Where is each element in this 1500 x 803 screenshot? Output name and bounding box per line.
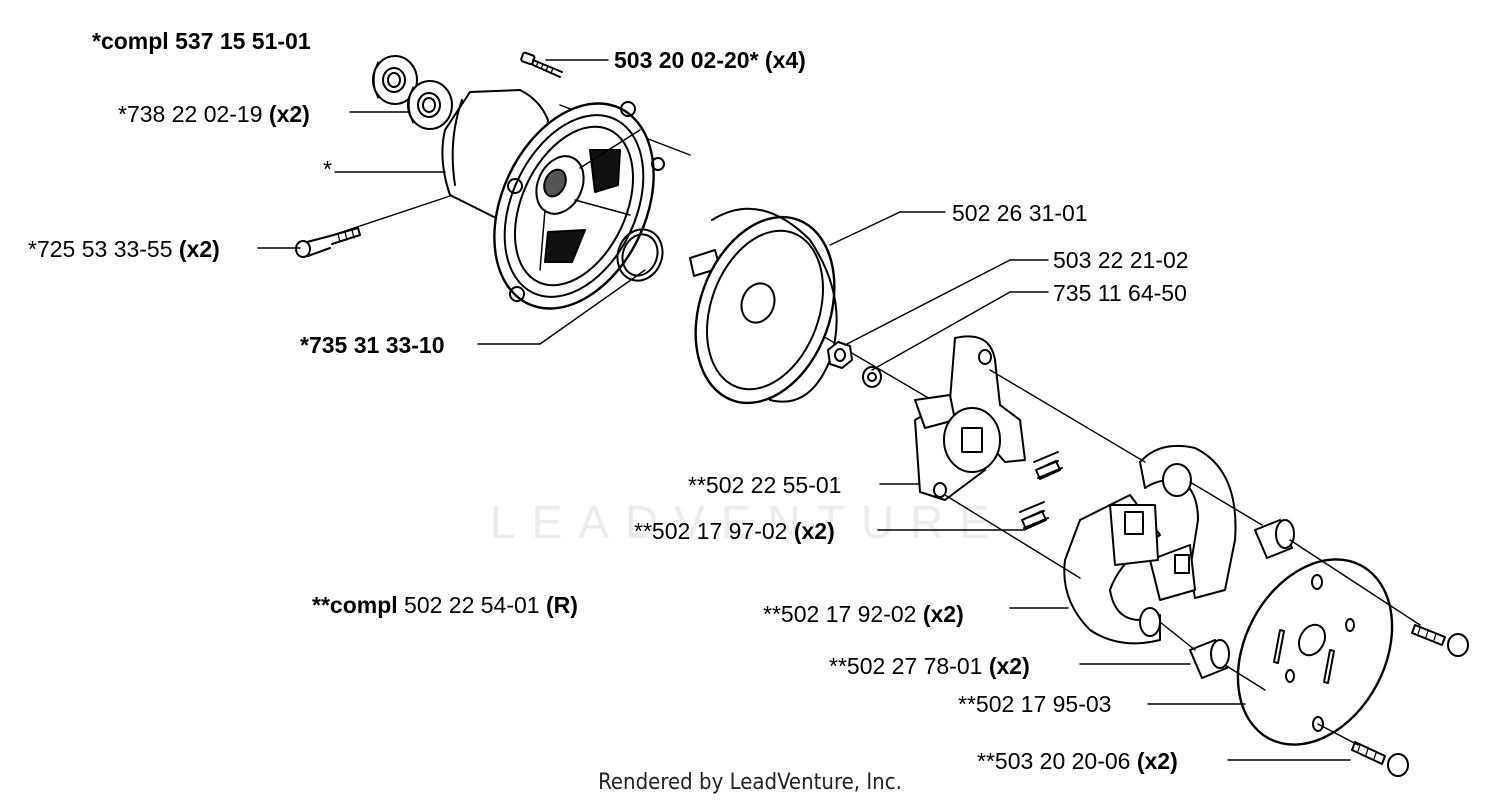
nut	[827, 341, 853, 369]
leader-lines	[257, 59, 1421, 761]
label-bushing-502-27-78: **502 27 78-01 (x2)	[829, 653, 1030, 679]
bearing-2	[407, 80, 453, 130]
screw-long	[295, 227, 361, 258]
label-shoe-502-17-92: **502 17 92-02 (x2)	[763, 601, 964, 627]
label-bearing-738: *738 22 02-19 (x2)	[118, 101, 310, 127]
spring-1	[1033, 451, 1063, 480]
bearing-1	[372, 55, 418, 105]
clutch-drum	[689, 207, 838, 405]
label-bolt-503-20-20: **503 20 20-06 (x2)	[977, 748, 1178, 774]
label-kit-502-22-54: **compl 502 22 54-01 (R)	[312, 592, 578, 618]
label-ring-735-31: *735 31 33-10	[300, 332, 445, 358]
clutch-shoe-bottom	[1063, 494, 1161, 645]
label-spring-502-17-97: **502 17 97-02 (x2)	[634, 518, 835, 544]
screw-top	[520, 51, 563, 78]
washer	[862, 366, 882, 388]
cover-plate	[1236, 558, 1394, 746]
label-screw-503-20-02-20: 503 20 02-20* (x4)	[614, 47, 806, 73]
label-washer-735-11: 735 11 64-50	[1053, 280, 1187, 306]
label-plate-502-17-95: **502 17 95-03	[958, 691, 1112, 717]
label-kit-537: *compl 537 15 51-01	[92, 28, 311, 54]
bolt-1	[1411, 624, 1469, 657]
bolt-2	[1351, 741, 1409, 777]
footer-credit: Rendered by LeadVenture, Inc.	[598, 770, 902, 795]
label-screw-725: *725 53 33-55 (x2)	[28, 236, 220, 262]
label-nut-503-22: 503 22 21-02	[1053, 247, 1189, 273]
clutch-hub	[914, 335, 1026, 501]
label-drum-502-26: 502 26 31-01	[952, 200, 1088, 226]
clutch-shoe-top	[1139, 444, 1237, 601]
spring-2	[1019, 501, 1049, 530]
label-housing: *	[323, 156, 332, 182]
clutch-housing	[441, 89, 665, 310]
bushing-2	[1189, 639, 1230, 679]
bushing-1	[1254, 519, 1295, 559]
label-hub-502-22-55: **502 22 55-01	[688, 472, 842, 498]
watermark: LEADVENTURE	[490, 496, 1006, 548]
